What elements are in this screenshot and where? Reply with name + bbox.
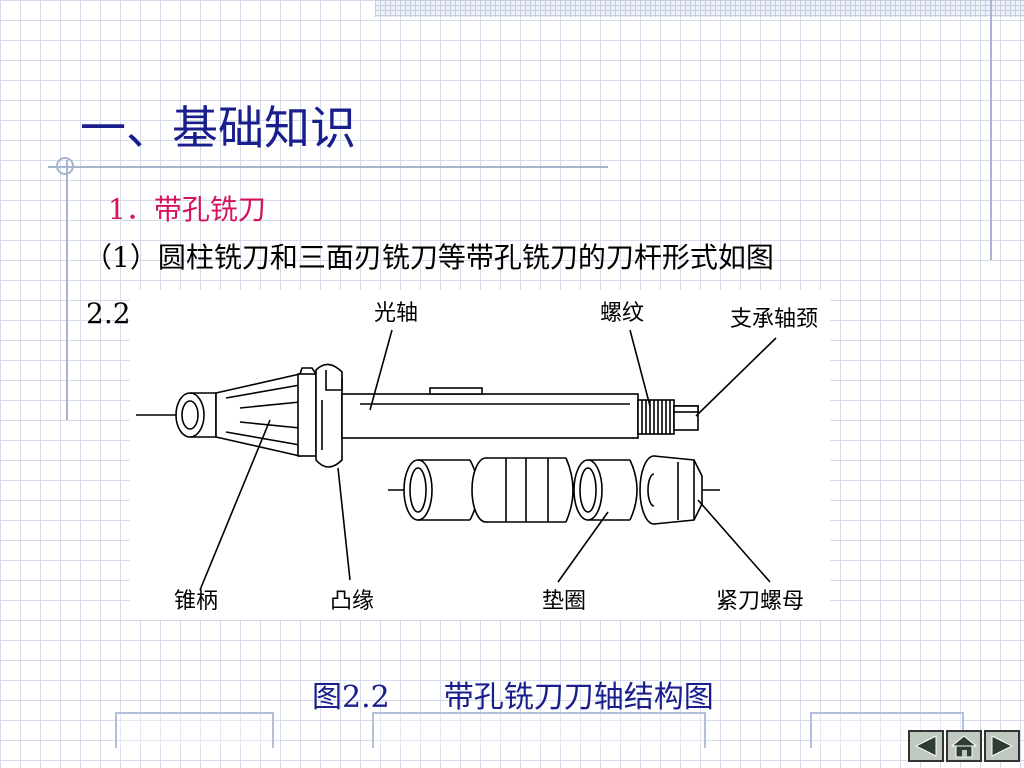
- triangle-left-icon: [914, 735, 937, 757]
- leader-taper-shank: [199, 419, 271, 591]
- home-button[interactable]: [946, 730, 982, 762]
- home-icon: [950, 735, 978, 758]
- taper-shank-body: [215, 372, 301, 458]
- figure-title: 带孔铣刀刀轴结构图: [443, 680, 714, 715]
- spacer-ring-3: [573, 459, 638, 521]
- bottom-frame-box-2: [372, 712, 706, 748]
- flange-ring-1: [297, 373, 317, 457]
- paragraph-line-1: （1）圆柱铣刀和三面刃铣刀等带孔铣刀的刀杆形式如图: [84, 241, 774, 274]
- top-pattern-band: [375, 0, 1024, 17]
- spacer-ring-2: [471, 457, 574, 523]
- triangle-right-icon: [991, 735, 1014, 757]
- label-smooth-shaft: 光轴: [374, 301, 418, 326]
- label-flange: 凸缘: [330, 589, 374, 614]
- figure-caption: 图2.2 带孔铣刀刀轴结构图: [312, 672, 714, 716]
- leader-lock-nut: [697, 499, 771, 583]
- leader-smooth-shaft: [369, 329, 393, 411]
- flange-ring-2: [315, 363, 343, 468]
- leader-thread: [629, 329, 651, 407]
- arbor-shaft: [341, 393, 639, 439]
- figure-number: 图2.2: [312, 680, 390, 715]
- right-frame-line: [990, 0, 992, 260]
- label-thread: 螺纹: [600, 301, 644, 326]
- next-slide-button[interactable]: [984, 730, 1020, 762]
- section-heading: 1．带孔铣刀: [108, 193, 266, 226]
- label-lock-nut: 紧刀螺母: [716, 589, 804, 614]
- taper-shank-bore: [181, 400, 199, 430]
- arbor-diagram: 光轴 螺纹 支承轴颈 锥柄 凸缘 垫圈 紧刀螺母: [130, 290, 830, 620]
- thread-section: [637, 399, 675, 435]
- leader-spacer-ring: [557, 511, 609, 583]
- title-underline: [48, 166, 608, 168]
- leader-bearing-journal: [695, 337, 777, 417]
- spacer-ring-1: [403, 459, 479, 521]
- taper-shank-nose: [175, 392, 205, 438]
- arbor-drawing: 光轴 螺纹 支承轴颈 锥柄 凸缘 垫圈 紧刀螺母: [136, 301, 818, 614]
- bottom-frame-box-1: [115, 712, 274, 748]
- lock-nut: [639, 455, 703, 525]
- prev-slide-button[interactable]: [908, 730, 944, 762]
- label-taper-shank: 锥柄: [174, 589, 218, 614]
- frame-ring-ornament: [56, 157, 74, 175]
- left-frame-line: [66, 160, 68, 420]
- leader-flange: [337, 467, 351, 581]
- slide-title: 一、基础知识: [80, 101, 356, 155]
- label-spacer-ring: 垫圈: [542, 589, 586, 614]
- key-slot: [429, 387, 483, 395]
- label-bearing-journal: 支承轴颈: [730, 307, 818, 332]
